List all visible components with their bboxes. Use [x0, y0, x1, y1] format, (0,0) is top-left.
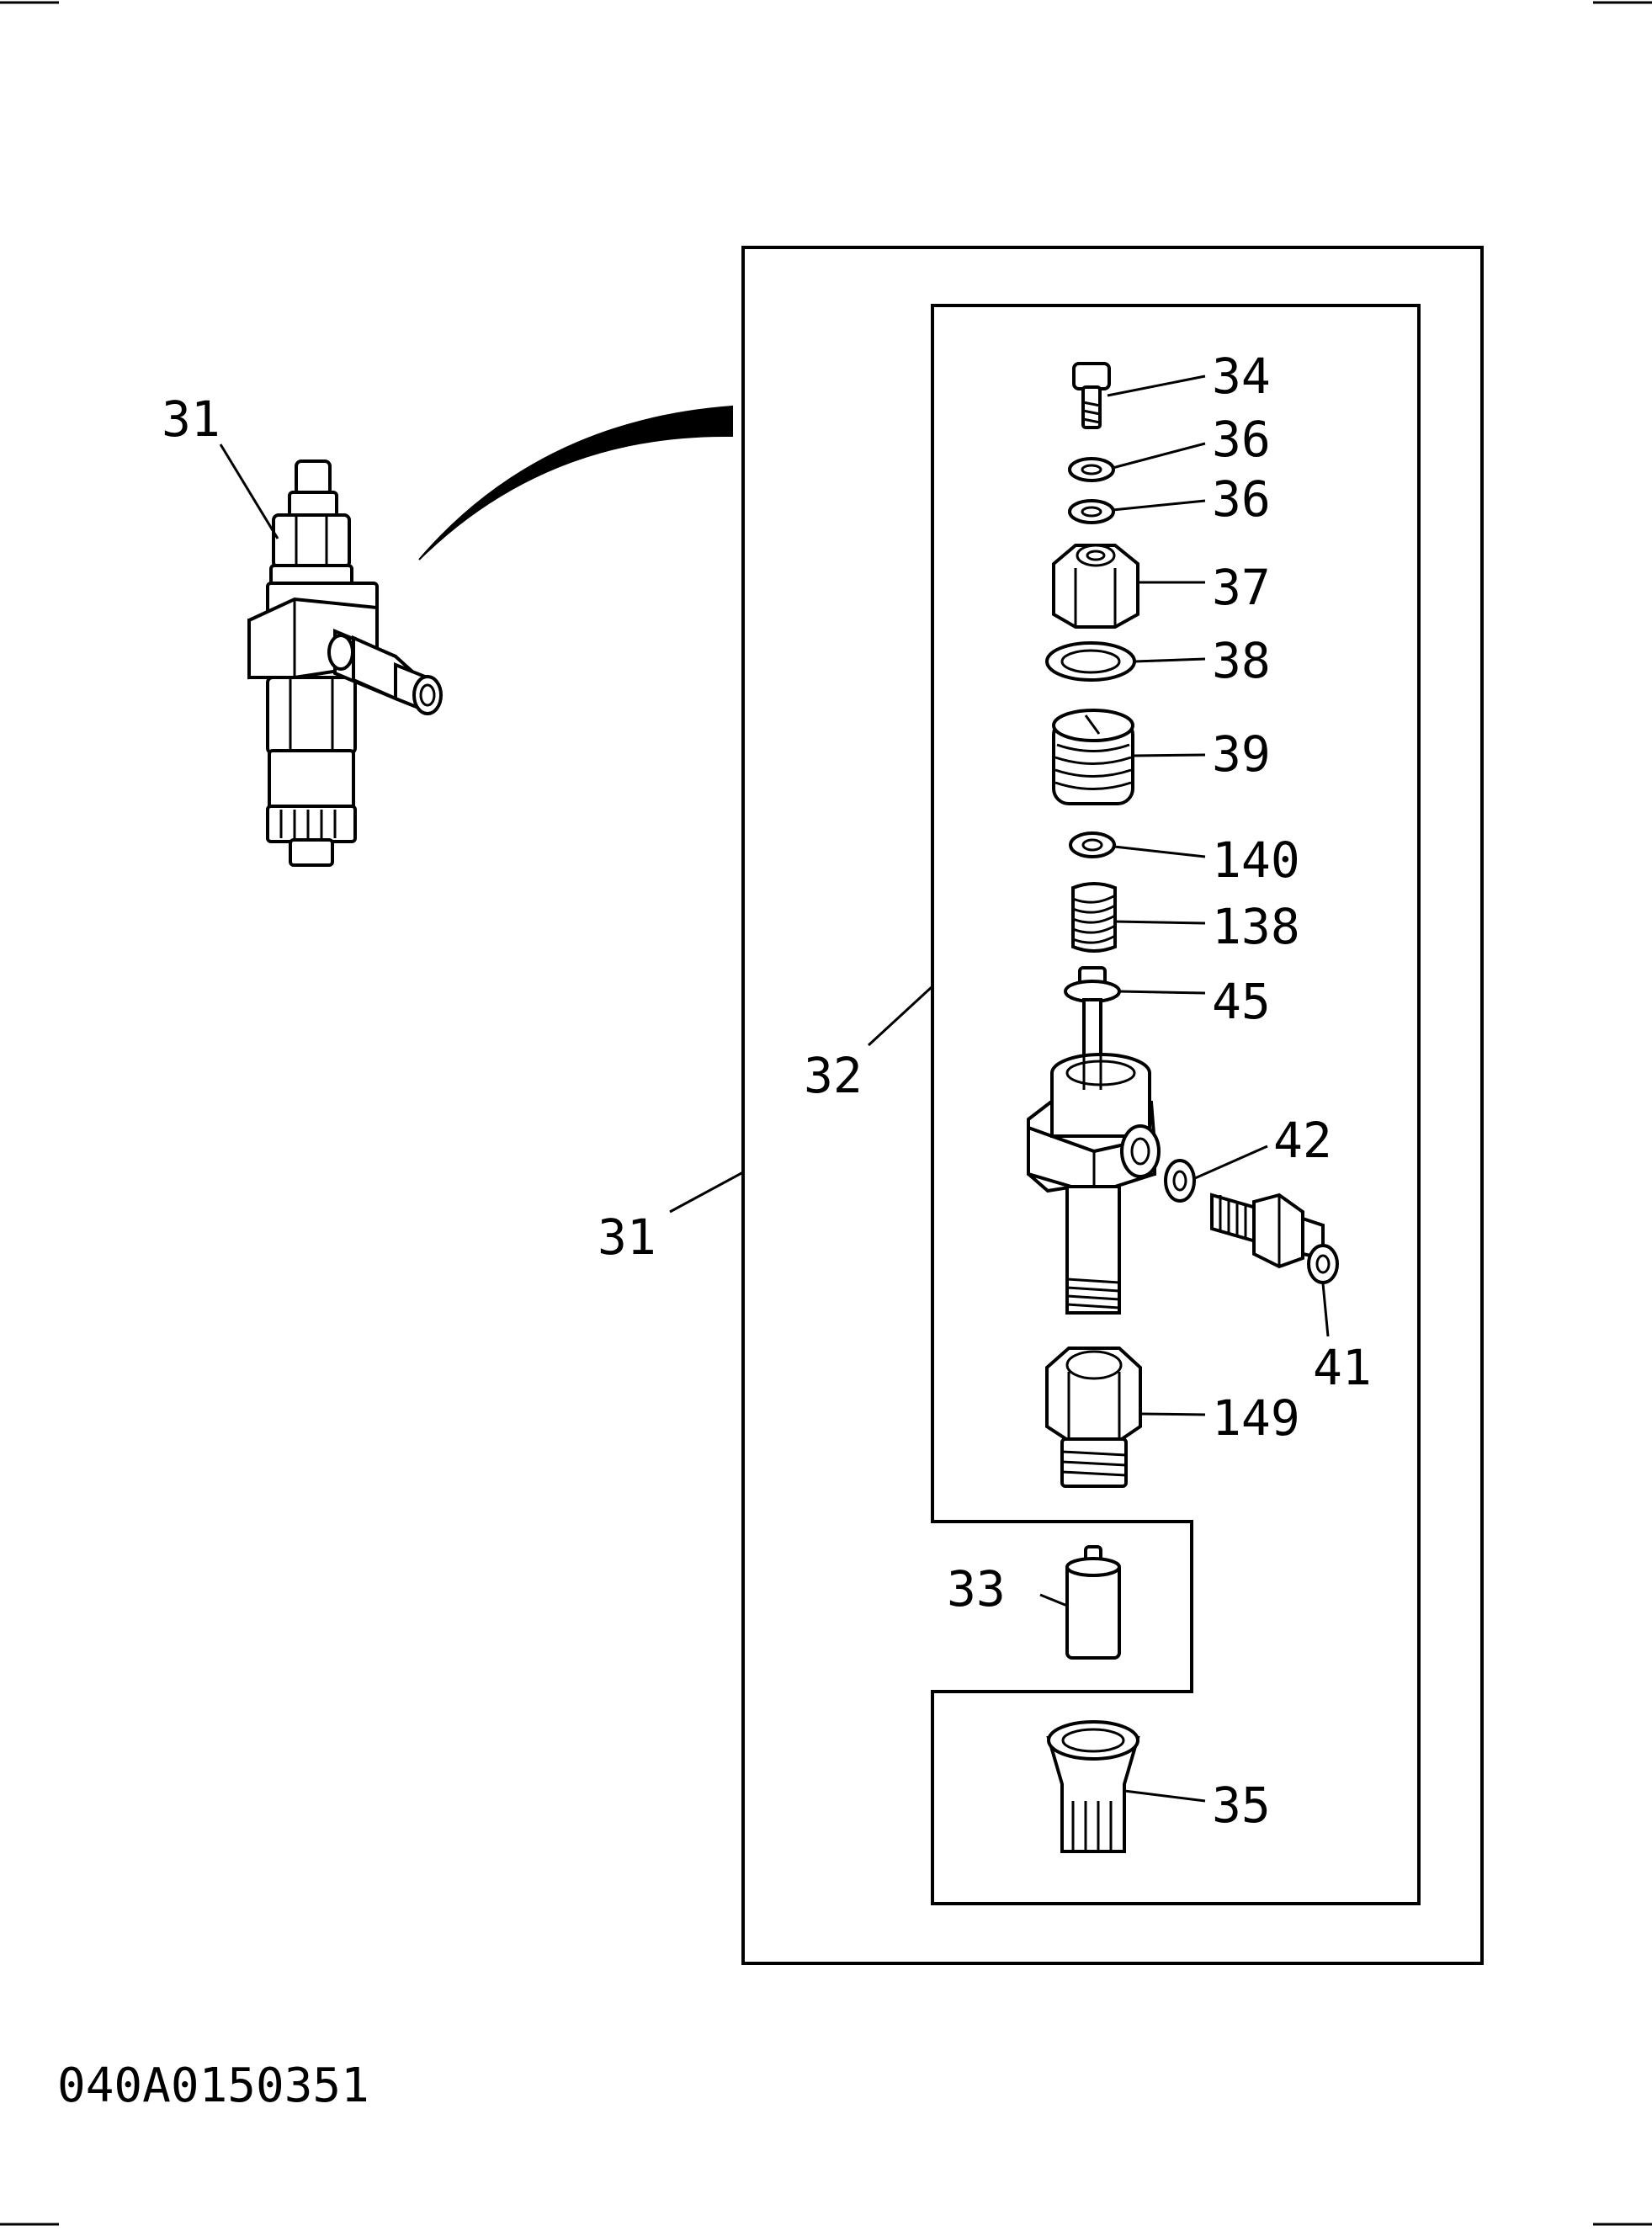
- part-138-spring: [1071, 882, 1117, 953]
- injector-assembly-drawing: [247, 459, 443, 867]
- label-35: 35: [1212, 1777, 1271, 1834]
- label-138: 138: [1212, 898, 1300, 955]
- outer-frame: [741, 246, 1484, 1965]
- part-34-bolt: [1072, 362, 1111, 429]
- part-35-retaining-nut: [1046, 1720, 1140, 1853]
- inner-frame: [931, 304, 1421, 1905]
- part-39-adjusting-screw: [1052, 709, 1134, 805]
- part-38-gasket: [1045, 641, 1136, 682]
- label-38: 38: [1212, 632, 1271, 689]
- label-33: 33: [947, 1560, 1006, 1617]
- label-32: 32: [804, 1047, 863, 1104]
- callout-labels: 31 34 36 36 37 38 39 140 138 45 42 41 14…: [162, 348, 1372, 1834]
- label-149: 149: [1212, 1389, 1300, 1447]
- part-42-washer: [1164, 1159, 1196, 1203]
- pointer-wedge: [418, 405, 733, 560]
- label-37: 37: [1212, 559, 1271, 616]
- part-140-washer: [1069, 831, 1116, 858]
- part-41-inlet-connector: [1210, 1193, 1339, 1284]
- label-36-lower: 36: [1212, 470, 1271, 528]
- drawing-code: 040A0150351: [57, 2058, 369, 2113]
- label-41: 41: [1313, 1339, 1372, 1396]
- part-holder-body: [1027, 1000, 1161, 1315]
- part-149-nut: [1045, 1347, 1142, 1488]
- label-39: 39: [1212, 725, 1271, 783]
- label-42: 42: [1273, 1112, 1332, 1169]
- label-36-upper: 36: [1212, 411, 1271, 468]
- label-45: 45: [1212, 973, 1271, 1030]
- label-34: 34: [1212, 348, 1271, 405]
- part-36-washer-upper: [1068, 457, 1115, 482]
- label-assembly-main: 31: [162, 390, 220, 448]
- part-37-cap-nut: [1052, 544, 1139, 629]
- part-36-washer-lower: [1068, 499, 1115, 524]
- part-33-nozzle: [1065, 1545, 1121, 1660]
- leader-lines: [219, 374, 1330, 1803]
- label-140: 140: [1212, 831, 1300, 889]
- label-assembly-ref: 31: [598, 1208, 656, 1266]
